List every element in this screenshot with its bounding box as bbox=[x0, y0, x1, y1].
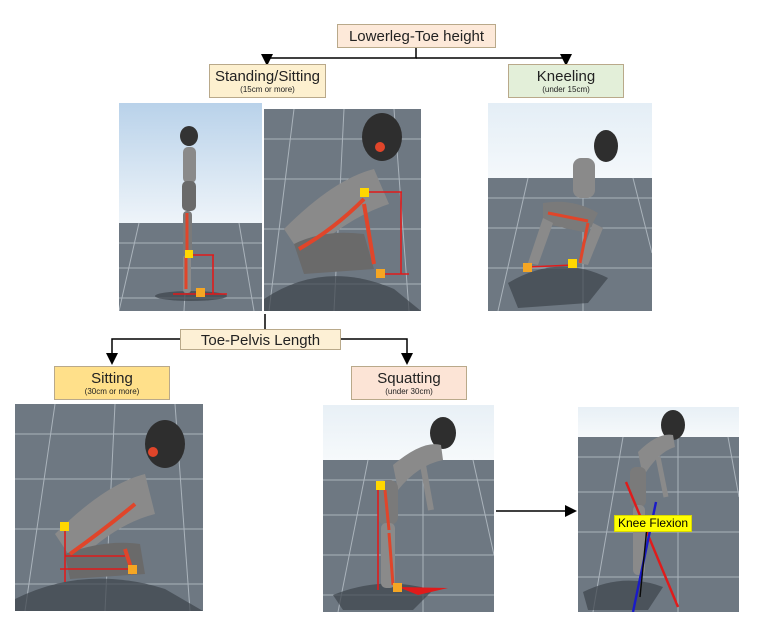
sitting-figure-image bbox=[15, 404, 203, 611]
squatting-label: Squatting bbox=[377, 370, 441, 387]
standing-sitting-label: Standing/Sitting bbox=[214, 68, 321, 85]
toe-pelvis-node: Toe-Pelvis Length bbox=[180, 329, 341, 350]
standing-sitting-node: Standing/Sitting (15cm or more) bbox=[209, 64, 326, 98]
kneeling-sublabel: (under 15cm) bbox=[542, 85, 590, 94]
standing-figure-image bbox=[119, 103, 262, 311]
knee-flexion-figure-image bbox=[578, 407, 739, 612]
kneeling-figure-image bbox=[488, 103, 652, 311]
knee-flexion-label: Knee Flexion bbox=[614, 515, 693, 532]
squatting-sublabel: (under 30cm) bbox=[385, 387, 433, 396]
sitting-sublabel: (30cm or more) bbox=[84, 387, 140, 396]
standing-sitting-sublabel: (15cm or more) bbox=[240, 85, 295, 94]
title-text: Lowerleg-Toe height bbox=[348, 28, 485, 45]
title-node: Lowerleg-Toe height bbox=[337, 24, 496, 48]
sitting-node: Sitting (30cm or more) bbox=[54, 366, 170, 400]
squatting-figure-image bbox=[323, 405, 494, 612]
sitting-label: Sitting bbox=[91, 370, 133, 387]
kneeling-node: Kneeling (under 15cm) bbox=[508, 64, 624, 98]
kneeling-label: Kneeling bbox=[536, 68, 596, 85]
squatting-node: Squatting (under 30cm) bbox=[351, 366, 467, 400]
sitting-crouch-figure-image bbox=[264, 109, 421, 311]
toe-pelvis-text: Toe-Pelvis Length bbox=[200, 332, 321, 349]
